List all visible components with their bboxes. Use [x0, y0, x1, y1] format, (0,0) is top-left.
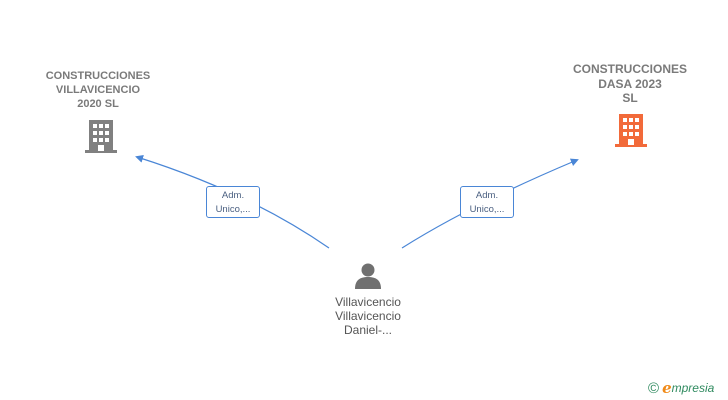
relation-role-detail: Unico,... — [469, 204, 505, 215]
copyright-icon: © — [648, 379, 660, 397]
brand-name: mpresia — [671, 381, 715, 395]
relation-role: Adm. — [475, 190, 499, 201]
relation-role: Adm. — [221, 190, 245, 201]
person-name-line: Daniel-... — [343, 323, 393, 337]
relation-label-left[interactable]: Adm. Unico,... — [206, 186, 260, 218]
person-name[interactable]: Villavicencio Villavicencio Daniel-... — [298, 295, 438, 337]
person-name-line: Villavicencio — [335, 309, 401, 323]
person-icon[interactable] — [354, 262, 382, 290]
company-name-right[interactable]: CONSTRUCCIONES DASA 2023 SL — [572, 62, 687, 105]
building-icon[interactable] — [85, 118, 117, 154]
company-name-left[interactable]: CONSTRUCCIONES VILLAVICENCIO 2020 SL — [45, 70, 151, 110]
building-icon[interactable] — [615, 112, 647, 148]
relation-role-detail: Unico,... — [215, 204, 251, 215]
relation-label-right[interactable]: Adm. Unico,... — [460, 186, 514, 218]
person-name-line: Villavicencio — [335, 295, 401, 309]
brand-initial: e — [662, 379, 672, 397]
